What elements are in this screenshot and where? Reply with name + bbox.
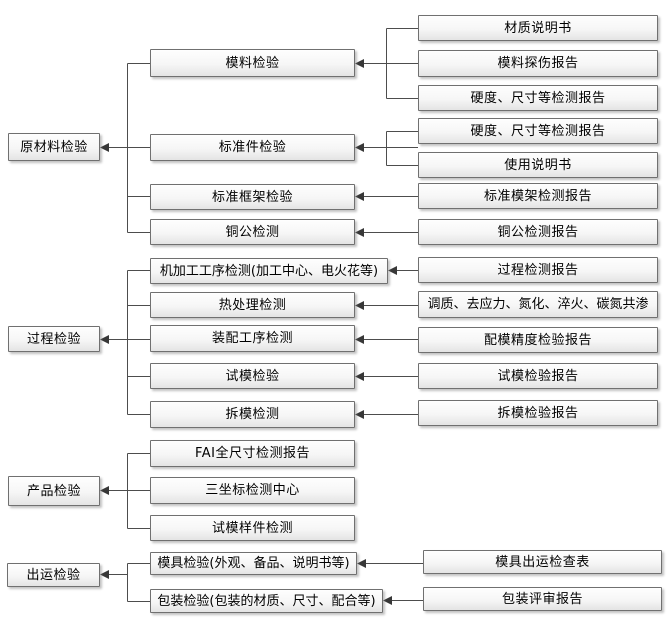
document-box-frame-report: 标准模架检测报告: [418, 183, 658, 209]
inspection-box-heat-treatment: 热处理检测: [150, 292, 355, 318]
inspection-box-mold-final: 模具检验(外观、备品、说明书等): [150, 552, 357, 575]
document-box-flaw-report: 模料探伤报告: [418, 50, 658, 77]
document-box-packaging-review-report: 包装评审报告: [423, 587, 662, 611]
stage-box-product: 产品检验: [8, 476, 100, 506]
inspection-box-standard-parts: 标准件检验: [150, 134, 355, 161]
document-box-user-manual: 使用说明书: [418, 152, 658, 178]
inspection-box-copper-electrode: 铜公检测: [150, 219, 355, 245]
inspection-box-mold-material: 模料检验: [150, 49, 355, 77]
inspection-box-assembly: 装配工序检测: [150, 325, 355, 352]
document-box-heat-treatment-methods: 调质、去应力、氮化、淬火、碳氮共渗: [418, 291, 658, 318]
stage-box-shipment: 出运检验: [7, 563, 100, 587]
document-box-material-spec: 材质说明书: [418, 15, 658, 41]
stage-box-process: 过程检验: [8, 326, 100, 352]
document-box-trial-report: 试模检验报告: [418, 363, 658, 389]
arrow-heads: [100, 59, 397, 605]
document-box-copper-report: 铜公检测报告: [418, 219, 658, 245]
inspection-box-mold-removal: 拆模检测: [150, 401, 355, 428]
inspection-box-trial-sample: 试模样件检测: [150, 515, 355, 541]
inspection-box-fai-full-dimension: FAI全尺寸检测报告: [150, 440, 355, 467]
connector-lines: [103, 28, 423, 602]
document-box-removal-report: 拆模检验报告: [418, 400, 658, 426]
document-box-process-report: 过程检测报告: [418, 257, 658, 283]
inspection-box-mold-trial: 试模检验: [150, 363, 355, 389]
document-box-hardness-report-1: 硬度、尺寸等检测报告: [418, 85, 658, 111]
inspection-box-packaging: 包装检验(包装的材质、尺寸、配合等): [150, 589, 383, 613]
document-box-hardness-report-2: 硬度、尺寸等检测报告: [418, 118, 658, 144]
stage-box-raw-material: 原材料检验: [8, 133, 100, 161]
inspection-box-machining: 机加工工序检测(加工中心、电火花等): [150, 258, 388, 284]
inspection-box-standard-frame: 标准框架检验: [150, 184, 355, 210]
document-box-shipment-checklist: 模具出运检查表: [423, 550, 662, 574]
inspection-box-cmm-center: 三坐标检测中心: [150, 477, 355, 504]
document-box-fit-precision-report: 配模精度检验报告: [418, 327, 658, 353]
